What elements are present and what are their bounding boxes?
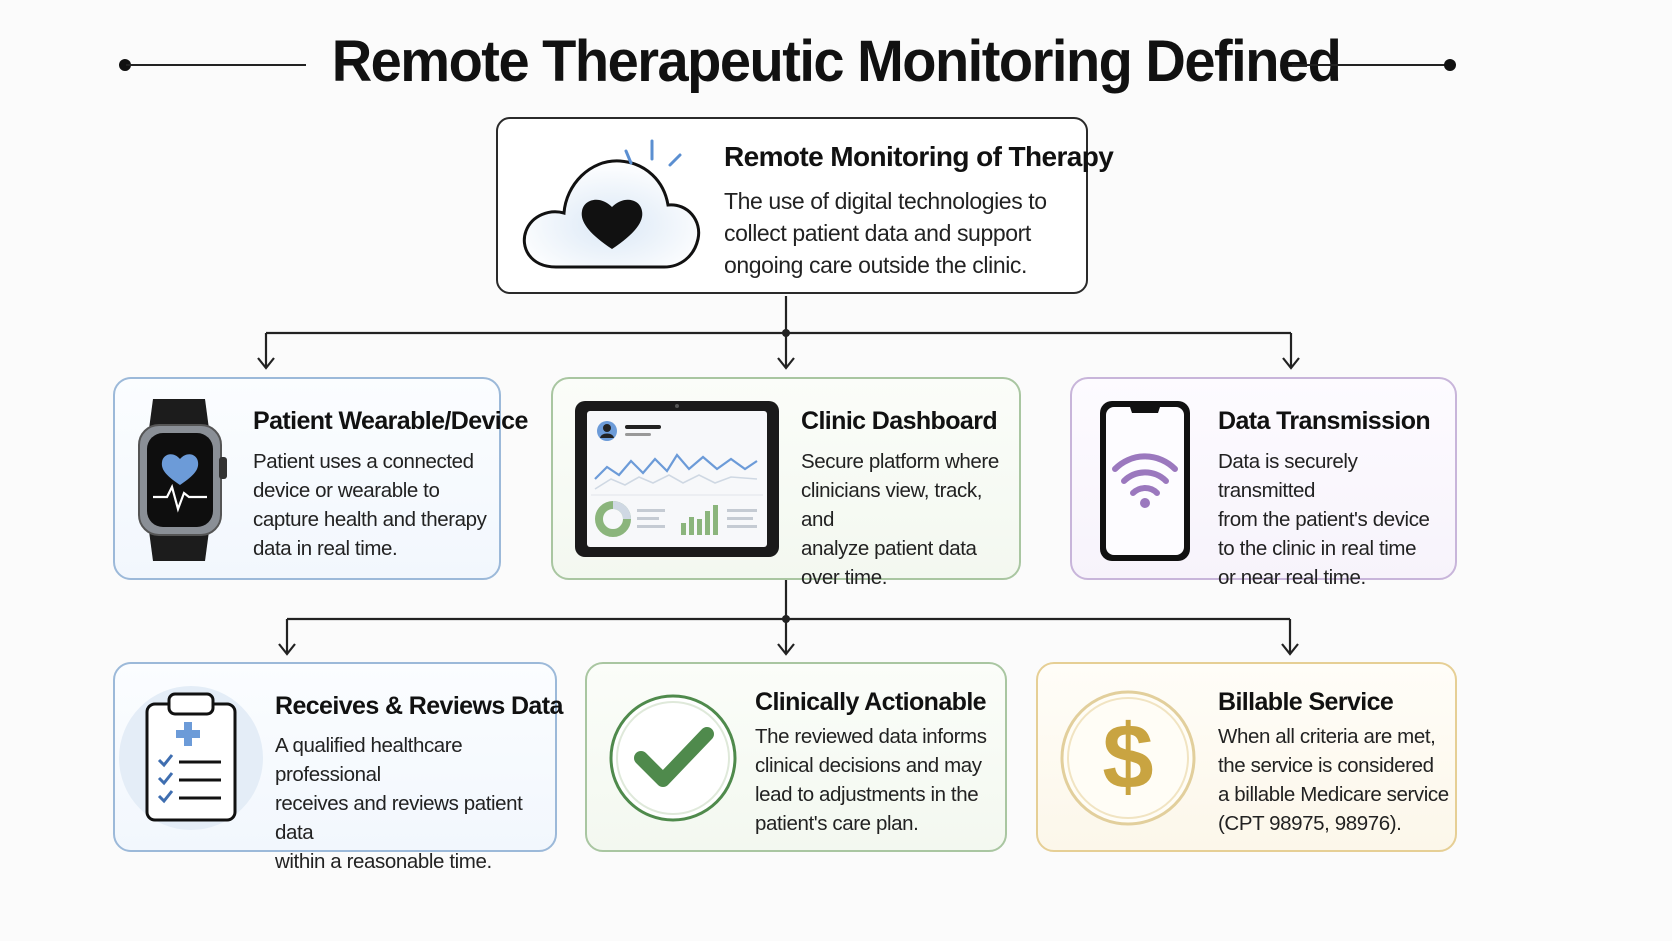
smartphone-wifi-icon bbox=[1100, 401, 1190, 561]
card-billable-service-desc: When all criteria are met, the service i… bbox=[1218, 725, 1449, 835]
card-clinically-actionable: Clinically Actionable The reviewed data … bbox=[585, 662, 1007, 852]
card-receives-reviews-desc: A qualified healthcare professional rece… bbox=[275, 734, 523, 873]
cloud-heart-icon bbox=[522, 139, 701, 269]
card-billable-service: $ Billable Service When all criteria are… bbox=[1036, 662, 1457, 852]
card-data-transmission-desc: Data is securely transmitted from the pa… bbox=[1218, 450, 1430, 589]
title-left-rule bbox=[126, 64, 306, 66]
dollar-circle-icon: $ bbox=[1060, 690, 1196, 826]
card-clinic-dashboard-desc: Secure platform where clinicians view, t… bbox=[801, 450, 999, 589]
card-patient-wearable-title: Patient Wearable/Device bbox=[253, 407, 528, 435]
top-card-remote-monitoring: Remote Monitoring of Therapy The use of … bbox=[496, 117, 1114, 294]
top-card-desc: The use of digital technologies to colle… bbox=[724, 188, 1047, 278]
card-clinically-actionable-title: Clinically Actionable bbox=[755, 688, 987, 716]
tablet-dashboard-icon bbox=[575, 401, 779, 557]
card-clinic-dashboard-title: Clinic Dashboard bbox=[801, 407, 998, 435]
card-data-transmission: Data Transmission Data is securely trans… bbox=[1070, 377, 1457, 589]
card-receives-reviews-title: Receives & Reviews Data bbox=[275, 692, 563, 720]
clipboard-checklist-icon bbox=[119, 686, 263, 830]
title-right-rule bbox=[1292, 64, 1450, 66]
title-left-dot bbox=[119, 59, 131, 71]
checkmark-circle-icon bbox=[609, 694, 737, 822]
title-right-dot bbox=[1444, 59, 1456, 71]
page-title: Remote Therapeutic Monitoring Defined bbox=[331, 27, 1342, 94]
smartwatch-icon bbox=[138, 399, 227, 561]
card-billable-service-title: Billable Service bbox=[1218, 688, 1394, 716]
svg-text:$: $ bbox=[1102, 706, 1153, 808]
card-clinic-dashboard: Clinic Dashboard Secure platform where c… bbox=[551, 377, 1021, 589]
card-patient-wearable: Patient Wearable/Device Patient uses a c… bbox=[113, 377, 528, 580]
top-card-title: Remote Monitoring of Therapy bbox=[724, 141, 1114, 172]
card-clinically-actionable-desc: The reviewed data informs clinical decis… bbox=[755, 725, 987, 835]
card-receives-reviews: Receives & Reviews Data A qualified heal… bbox=[113, 662, 563, 873]
card-patient-wearable-desc: Patient uses a connected device or weara… bbox=[253, 450, 487, 560]
card-data-transmission-title: Data Transmission bbox=[1218, 407, 1431, 435]
